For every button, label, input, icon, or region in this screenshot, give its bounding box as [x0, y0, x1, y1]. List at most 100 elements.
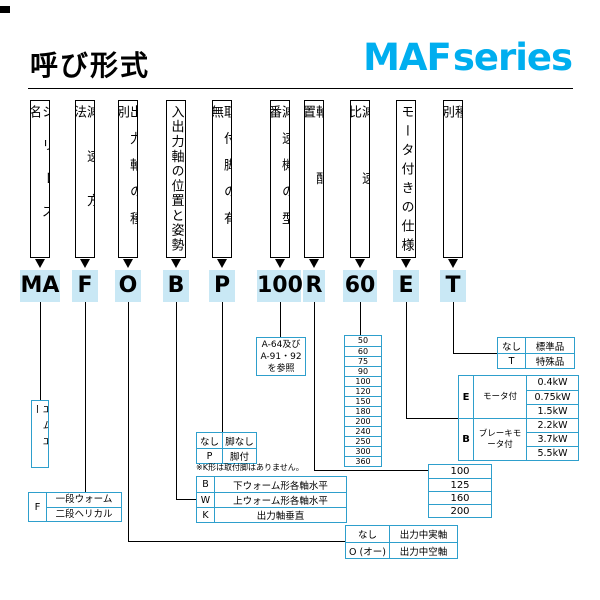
code-segment-p: P [209, 270, 235, 302]
shaft-position-table: B 下ウォーム形各軸水平 W 上ウォーム形各軸水平 K 出力軸垂直 [196, 476, 347, 523]
cell-value: 出力中実軸 [399, 530, 448, 541]
ratio-value: 200 [345, 416, 381, 426]
size-value: 100 [450, 466, 470, 477]
code-segment-ma: MA [20, 270, 60, 302]
cell-value: 一段ウォーム [55, 494, 113, 505]
cell-value: 標準品 [535, 341, 565, 353]
connector-line [314, 470, 428, 471]
column-label-type: 種別 [443, 100, 463, 258]
series-logo: MAFseries [363, 36, 573, 79]
connector-line [222, 302, 223, 432]
page-title: 呼び形式 [30, 49, 151, 82]
ratio-value: 240 [345, 426, 381, 436]
size-value: 160 [429, 491, 491, 504]
column-label-text: 入出力軸の位置と姿勢 [168, 105, 184, 253]
column-label-text: 減速機の型番 [270, 105, 290, 238]
cell-value: 上ウォーム形各軸水平 [215, 492, 346, 507]
connector-line [128, 302, 129, 541]
series-name-text: エムエー [31, 404, 49, 452]
kw-value: 3.7kW [526, 432, 578, 446]
cell-key: B [197, 477, 215, 492]
down-arrow-icon [171, 259, 181, 268]
down-arrow-icon [355, 259, 365, 268]
ratio-value: 250 [345, 436, 381, 446]
size-value: 125 [429, 478, 491, 491]
connector-line [406, 302, 407, 418]
down-arrow-icon [35, 259, 45, 268]
code-segment-o: O [115, 270, 141, 302]
connector-line [406, 418, 458, 419]
cell-value: 出力中空軸 [390, 542, 457, 558]
kw-value: 1.5kW [526, 404, 578, 418]
connector-line [85, 302, 86, 492]
column-label-reduction: 減速方法 [75, 100, 95, 258]
kw-value: 2.2kW [526, 418, 578, 432]
cell-value: 特殊品 [526, 353, 574, 368]
code-segment-e: E [393, 270, 419, 302]
column-label-text: 出力軸の種別 [118, 105, 138, 238]
connector-line [176, 302, 177, 499]
ratio-value: 60 [345, 346, 381, 356]
connector-line [453, 302, 454, 353]
cell-key: K [197, 507, 215, 522]
cell-value: モータ付 [473, 376, 526, 418]
ratio-value: 300 [345, 446, 381, 456]
column-label-text: 減速比 [350, 105, 370, 238]
cell-value: 脚なし [225, 436, 254, 448]
down-arrow-icon [309, 259, 319, 268]
code-segment-f: F [72, 270, 98, 302]
down-arrow-icon [275, 259, 285, 268]
code-segment-t: T [440, 270, 466, 302]
k-type-note: ※K形は取付脚はありません。 [196, 463, 304, 472]
cell-key: O (オー) [346, 542, 390, 558]
column-label-position: 入出力軸の位置と姿勢 [166, 100, 186, 258]
code-segment-60: 60 [343, 270, 377, 302]
ratio-value: 50 [357, 336, 369, 345]
output-shaft-type-table: なし 出力中実軸 O (オー) 出力中空軸 [345, 525, 458, 559]
size-value: 200 [429, 504, 491, 517]
page-edge-mark [0, 6, 10, 13]
column-label-text: モータ付きの仕様 [398, 105, 414, 257]
column-label-motor-spec: モータ付きの仕様 [396, 100, 416, 258]
cell-key: なし [498, 338, 526, 353]
connector-line [128, 541, 345, 542]
cell-value: 脚付 [223, 448, 256, 463]
column-label-ratio: 減速比 [350, 100, 370, 258]
cell-key: P [197, 448, 223, 463]
kw-value: 0.75kW [526, 390, 578, 404]
series-logo-sub: series [452, 36, 573, 79]
column-label-text: 取付脚の有無 [212, 105, 232, 238]
down-arrow-icon [401, 259, 411, 268]
connector-line [280, 302, 281, 337]
column-label-text: 減速方法 [75, 105, 95, 238]
cell-key: W [197, 492, 215, 507]
down-arrow-icon [448, 259, 458, 268]
column-label-model: 減速機の型番 [270, 100, 290, 258]
reduction-method-table: F 一段ウォーム 二段ヘリカル [28, 492, 122, 522]
cell-key: E [462, 391, 470, 403]
ratio-value: 100 [345, 376, 381, 386]
ratio-value: 150 [345, 396, 381, 406]
cell-value: 下ウォーム形各軸水平 [233, 480, 328, 492]
down-arrow-icon [123, 259, 133, 268]
down-arrow-icon [217, 259, 227, 268]
series-logo-main: MAF [363, 36, 452, 79]
cell-key: なし [346, 526, 390, 542]
kw-value: 0.4kW [526, 376, 578, 390]
column-label-series: シリーズ名 [30, 100, 50, 258]
series-name-note: エムエー [31, 400, 49, 468]
ratio-value: 360 [345, 456, 381, 466]
column-label-text: 種別 [443, 105, 463, 238]
ratio-value: 120 [345, 386, 381, 396]
connector-line [314, 302, 315, 470]
ratio-value: 180 [345, 406, 381, 416]
down-arrow-icon [80, 259, 90, 268]
code-segment-b: B [163, 270, 189, 302]
column-label-axis: 軸配置 [304, 100, 324, 258]
cell-value: 二段ヘリカル [47, 507, 121, 521]
type-table: なし 標準品 T 特殊品 [497, 337, 575, 369]
connector-line [176, 499, 196, 500]
mounting-leg-table: なし 脚なし P 脚付 [196, 432, 257, 464]
ratio-value: 75 [345, 356, 381, 366]
